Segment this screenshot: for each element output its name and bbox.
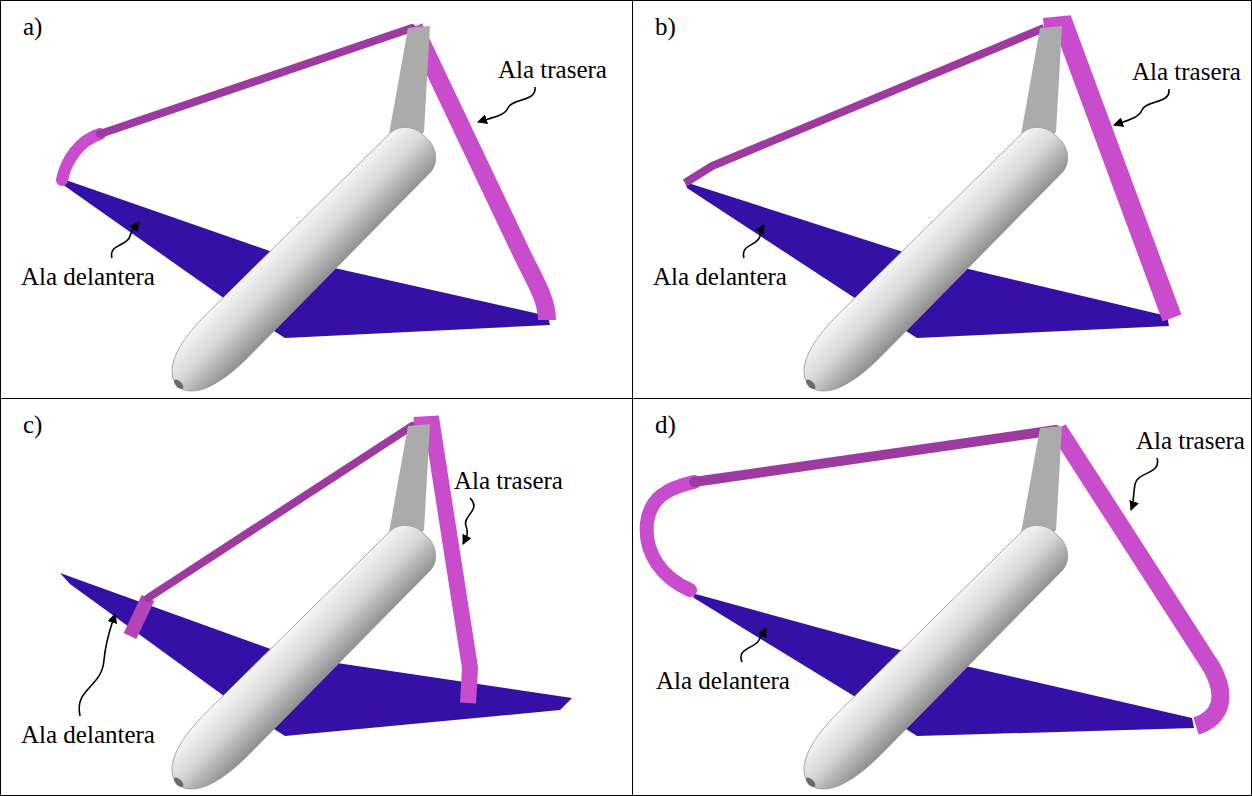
leader-line	[463, 498, 474, 544]
fuselage-body	[157, 514, 447, 796]
front-wing-label: Ala delantera	[21, 721, 155, 749]
panel-letter: a)	[23, 13, 42, 41]
panel-box: a) Ala traseraAla delantera	[0, 0, 633, 399]
fuselage-body	[789, 116, 1079, 406]
fuselage	[787, 514, 1079, 796]
nose-tip	[804, 378, 817, 391]
fuselage	[787, 116, 1079, 408]
front-wing-label: Ala delantera	[653, 263, 787, 291]
panel-box: b) Ala traseraAla delantera	[632, 0, 1252, 399]
nose-tip	[172, 378, 185, 391]
panel-box: d) Ala traseraAla delantera	[632, 398, 1252, 796]
rear-wing-top	[100, 28, 412, 134]
front-wing-label: Ala delantera	[21, 263, 155, 291]
fuselage	[155, 116, 447, 408]
leader-line	[1114, 89, 1169, 125]
aircraft-a	[60, 26, 550, 408]
rear-wing-label: Ala trasera	[1136, 427, 1245, 455]
nose-tip	[172, 776, 185, 789]
fuselage-body	[789, 514, 1079, 796]
leader-line	[1131, 458, 1158, 510]
rear-wing-label: Ala trasera	[454, 467, 563, 495]
panel-box: c) Ala traseraAla delantera	[0, 398, 633, 796]
rear-wing-top	[694, 430, 1056, 482]
fuselage-body	[157, 116, 447, 406]
nose-tip	[804, 776, 817, 789]
leader-line	[478, 87, 535, 122]
panel-letter: d)	[655, 411, 676, 439]
rear-wing-side	[1058, 429, 1220, 726]
leader-line	[111, 222, 139, 258]
fuselage	[155, 514, 447, 796]
aircraft-d	[647, 426, 1221, 796]
leader-line	[79, 614, 115, 716]
leader-line	[741, 628, 766, 662]
aircraft-b	[685, 26, 1172, 408]
front-wing-label: Ala delantera	[656, 667, 790, 695]
rear-wing-tip	[62, 134, 100, 180]
rear-wing-label: Ala trasera	[498, 56, 607, 84]
rear-wing-label: Ala trasera	[1132, 58, 1241, 86]
leader-line	[743, 225, 764, 258]
rear-wing-strut	[130, 598, 148, 636]
panel-letter: b)	[655, 13, 676, 41]
rear-wing-loop	[647, 482, 694, 590]
rear-wing-top	[685, 28, 1044, 183]
panel-letter: c)	[23, 411, 42, 439]
